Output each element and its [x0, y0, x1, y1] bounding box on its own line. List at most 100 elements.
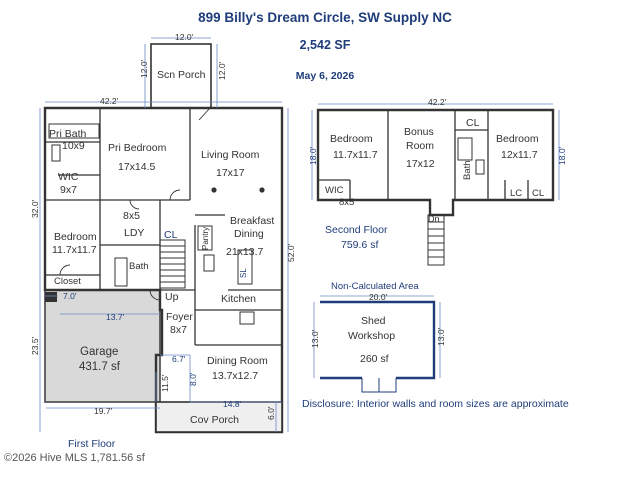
garage-label: Garage	[80, 346, 118, 358]
interior-walls	[45, 108, 282, 346]
shed-doors	[361, 378, 397, 393]
bath-tub	[114, 257, 128, 287]
top-width-dim: 42.2'	[100, 96, 119, 106]
pri-bath-tub	[48, 123, 100, 139]
shed-outline	[320, 300, 436, 380]
room-label: Room	[406, 140, 434, 152]
ldy-size: 8x5	[123, 210, 140, 222]
wic-size: 9x7	[60, 184, 77, 196]
bedroom-3-label: Bedroom	[496, 133, 539, 145]
screened-porch	[150, 43, 212, 109]
foyer-size: 8x7	[170, 324, 187, 336]
second-floor-stairs	[427, 214, 445, 266]
disclosure-text: Disclosure: Interior walls and room size…	[302, 398, 569, 410]
pri-bath-size: 10x9	[62, 140, 85, 152]
shed-left-dim: 13.0'	[310, 329, 320, 348]
shed-name-line2: Workshop	[348, 330, 395, 342]
lc-label: LC	[510, 188, 522, 199]
foyer-label: Foyer	[166, 311, 193, 323]
dining-label: Dining	[234, 228, 264, 240]
right-height-dim: 52.0'	[286, 243, 296, 262]
fan-dot	[259, 187, 265, 193]
second-floor-area: 759.6 sf	[341, 239, 378, 251]
second-left-dim: 18.0'	[308, 146, 318, 165]
watermark: ©2026 Hive MLS 1,781.56 sf	[4, 452, 145, 464]
pri-bedroom-size: 17x14.5	[118, 161, 156, 173]
watermark-text: ©2026 Hive MLS	[4, 452, 88, 464]
garage-top-dim: 13.7'	[106, 312, 125, 322]
upper-cl-label: CL	[466, 117, 480, 129]
bonus-size: 17x12	[406, 158, 435, 170]
second-floor	[316, 108, 555, 266]
garage-size: 431.7 sf	[79, 361, 121, 373]
covered-porch	[155, 401, 283, 433]
dining-room-size: 13.7x12.7	[212, 370, 258, 382]
garage-bottom-dim: 19.7'	[94, 406, 113, 416]
non-calc-label: Non-Calculated Area	[331, 281, 419, 292]
dining-room-label: Dining Room	[207, 355, 268, 367]
scn-porch-label: Scn Porch	[157, 69, 206, 81]
living-room-label: Living Room	[201, 149, 260, 161]
upper-bath-tub	[457, 137, 473, 161]
kitchen-counter	[237, 249, 253, 285]
pantry	[197, 225, 213, 251]
porch-right-dim: 12.0'	[217, 61, 227, 80]
second-floor-label: Second Floor	[325, 224, 388, 236]
garage-area	[44, 289, 161, 403]
upper-wic-size: 8x5	[339, 197, 354, 208]
pantry-label: Pantry	[201, 227, 210, 250]
bedroom-2-label: Bedroom	[330, 133, 373, 145]
range	[239, 311, 255, 325]
pri-bedroom-label: Pri Bedroom	[108, 142, 167, 154]
closet-label: Closet	[54, 276, 81, 287]
cl-label: CL	[164, 229, 178, 241]
first-floor-label: First Floor	[68, 438, 116, 450]
bedroom-3-size: 12x11.7	[501, 149, 538, 161]
breakfast-label: Breakfast	[230, 215, 274, 227]
first-floor-area-tail: 1,781.56 sf	[90, 452, 145, 464]
first-floor-stairs	[159, 239, 186, 289]
ldy-label: LDY	[124, 227, 144, 239]
first-floor	[43, 43, 284, 434]
shed-dimensions	[313, 295, 441, 378]
door-swings	[59, 107, 211, 301]
bonus-label: Bonus	[404, 126, 434, 138]
second-floor-dimensions	[311, 103, 560, 200]
second-width-dim: 42.2'	[428, 97, 447, 107]
bedroom-label: Bedroom	[54, 231, 97, 243]
entry-depth-dim: 11.5'	[160, 374, 170, 392]
pri-bath-label: Pri Bath	[49, 128, 87, 140]
total-square-feet: 2,542 SF	[299, 38, 351, 52]
cov-width-dim: 14.8'	[223, 399, 242, 409]
upper-cl2-label: CL	[532, 188, 544, 199]
wic-label: WIC	[58, 171, 79, 183]
living-room-size: 17x17	[216, 167, 245, 179]
cov-depth-dim: 6.0'	[266, 406, 276, 420]
bedroom-2-size: 11.7x11.7	[333, 149, 378, 161]
shed-name-line1: Shed	[361, 315, 386, 327]
left-height-dim: 32.0'	[30, 199, 40, 218]
shed-right-dim: 13.0'	[436, 327, 446, 346]
bath-label: Bath	[129, 261, 149, 272]
second-floor-outline	[316, 108, 555, 217]
shed	[320, 300, 436, 393]
up-label: Up	[165, 291, 179, 303]
fan-dot	[211, 187, 217, 193]
shed-width-dim: 20.0'	[369, 292, 388, 302]
upper-bath-label: Bath	[462, 160, 473, 180]
porch-left-dim: 12.0'	[139, 59, 149, 78]
upper-bath-sink	[475, 159, 485, 175]
first-floor-dimensions	[39, 37, 289, 432]
cov-porch-label: Cov Porch	[190, 414, 239, 426]
pri-bath-vanity	[51, 144, 61, 162]
upper-wic-label: WIC	[325, 185, 344, 196]
garage-door	[45, 292, 57, 302]
kitchen-label: Kitchen	[221, 293, 256, 305]
sl-label: SL	[239, 268, 248, 278]
plan-title: 899 Billy's Dream Circle, SW Supply NC	[198, 10, 452, 25]
step-depth-dim: 8.0'	[188, 372, 198, 386]
porch-width-dim: 12.0'	[175, 32, 194, 42]
bedroom-size: 11.7x11.7	[52, 244, 97, 256]
plan-date: May 6, 2026	[295, 70, 355, 82]
